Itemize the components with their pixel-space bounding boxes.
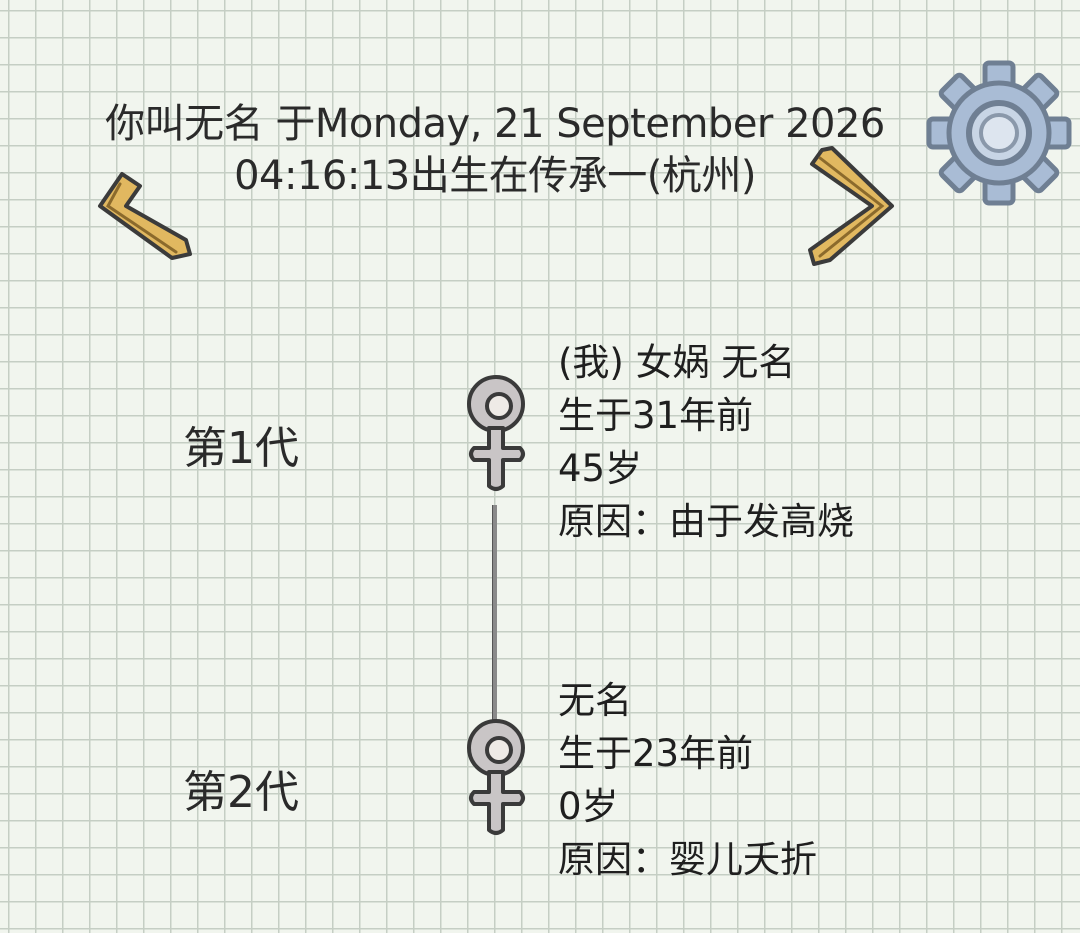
lineage-connector (492, 505, 497, 720)
ancestor-death-cause: 原因：婴儿夭折 (558, 838, 817, 881)
gear-icon (926, 60, 1072, 206)
ancestor-age: 0岁 (558, 785, 619, 828)
ancestor-1-node[interactable] (456, 368, 536, 508)
ancestor-death-cause: 原因：由于发高烧 (558, 500, 854, 543)
birth-line: 你叫无名 于Monday, 21 September 2026 (105, 101, 885, 147)
generation-1-label: 第1代 (183, 423, 299, 474)
ancestor-2-node[interactable] (456, 712, 536, 852)
ancestor-born: 生于23年前 (558, 732, 754, 775)
ancestor-name: 无名 (558, 679, 632, 722)
header-title: 你叫无名 于Monday, 21 September 2026 04:16:13… (40, 98, 950, 202)
ancestor-name: (我) 女娲 无名 (558, 341, 796, 384)
chevron-left-icon (98, 172, 192, 260)
settings-button[interactable] (924, 58, 1074, 208)
ancestor-born: 生于31年前 (558, 394, 754, 437)
next-button[interactable] (800, 140, 900, 270)
chevron-right-icon (808, 146, 894, 266)
female-symbol-icon (467, 375, 525, 491)
birth-place-line: 04:16:13出生在传承一(杭州) (234, 153, 756, 199)
female-symbol-icon (467, 719, 525, 835)
ancestor-age: 45岁 (558, 447, 643, 490)
ancestor-2-info: 无名 生于23年前 0岁 原因：婴儿夭折 (558, 674, 817, 886)
generation-2-label: 第2代 (183, 767, 299, 818)
previous-button[interactable] (92, 168, 197, 273)
ancestor-1-info: (我) 女娲 无名 生于31年前 45岁 原因：由于发高烧 (558, 336, 854, 548)
